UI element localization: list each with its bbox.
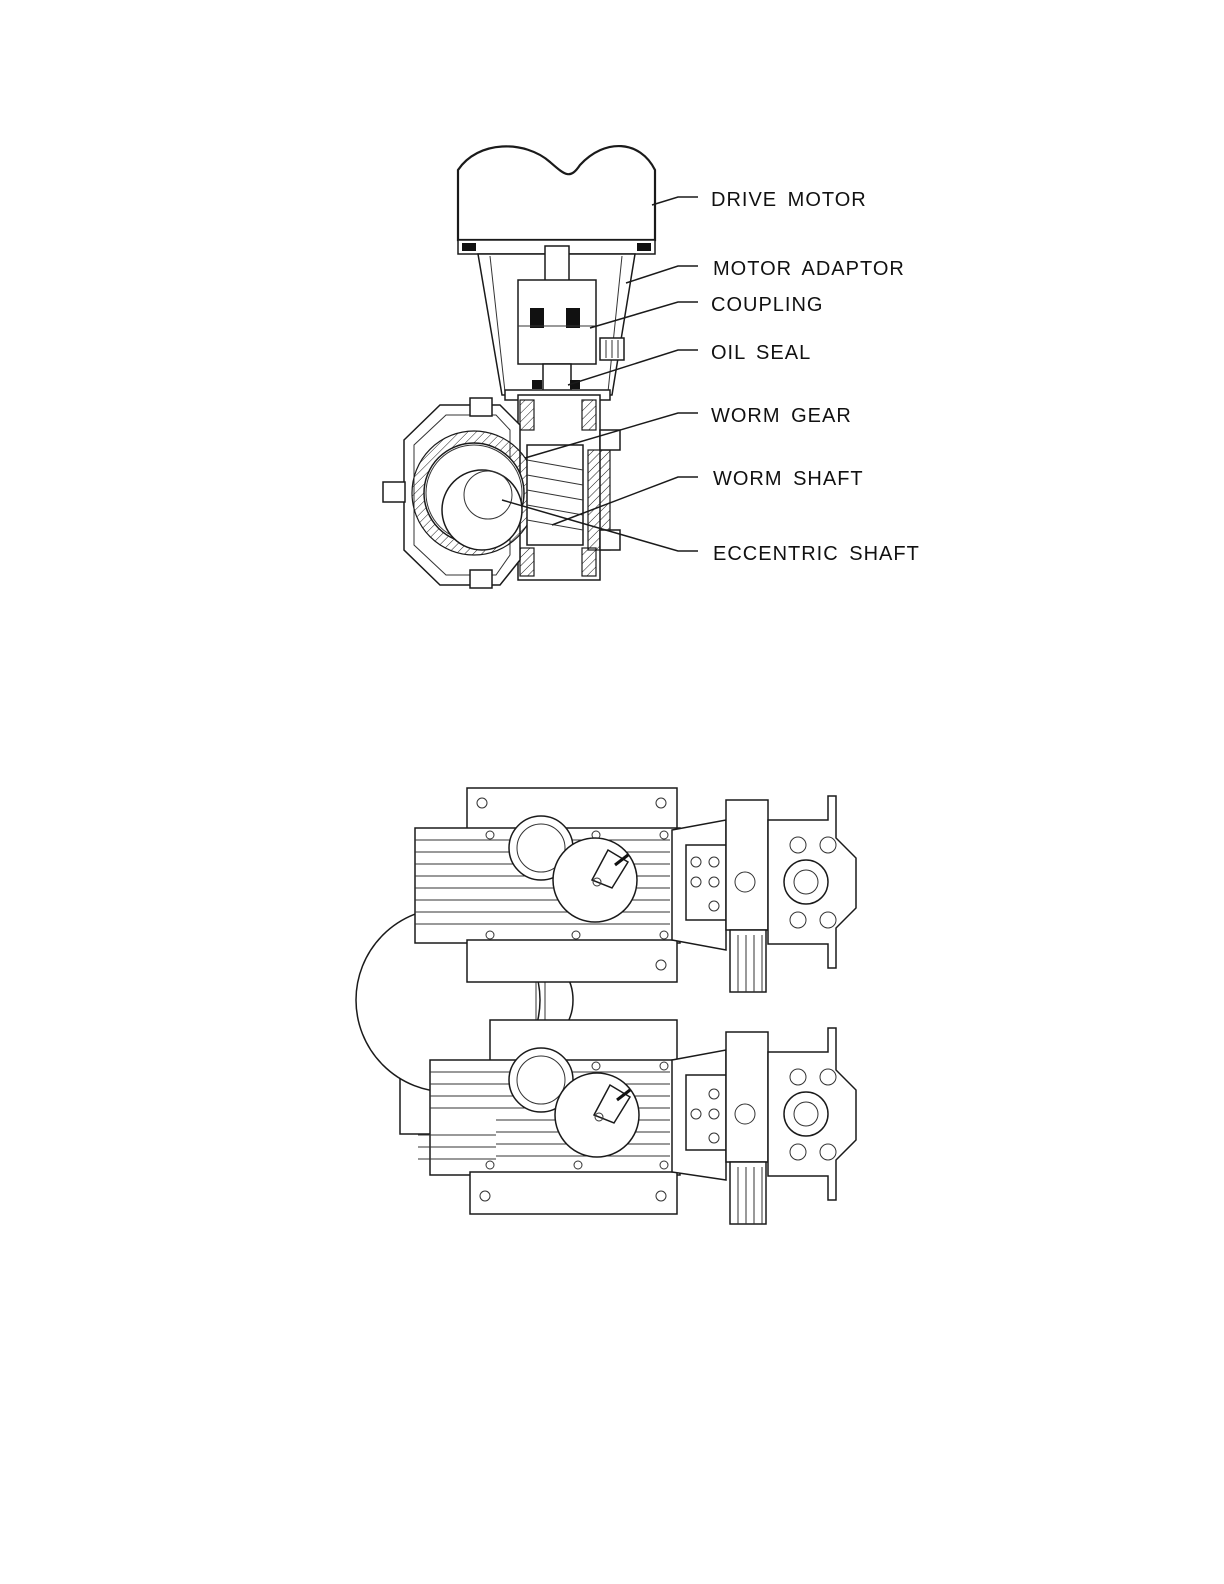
figure-1-section-view: DRIVE MOTOR MOTOR ADAPTOR COUPLING OIL S… [383, 146, 920, 588]
label-coupling: COUPLING [711, 294, 823, 316]
leader-motor-adaptor [626, 266, 698, 283]
label-motor-adaptor: MOTOR ADAPTOR [713, 258, 905, 280]
leader-drive-motor [652, 197, 698, 205]
label-worm-shaft: WORM SHAFT [713, 468, 864, 490]
worm-shaft-drawing [527, 445, 583, 545]
label-oil-seal: OIL SEAL [711, 342, 811, 364]
figure-2-top-view [356, 788, 856, 1224]
label-eccentric-shaft: ECCENTRIC SHAFT [713, 543, 920, 565]
drive-motor-drawing [458, 146, 655, 254]
callout-labels: DRIVE MOTOR MOTOR ADAPTOR COUPLING OIL S… [711, 189, 920, 565]
label-drive-motor: DRIVE MOTOR [711, 189, 867, 211]
label-worm-gear: WORM GEAR [711, 405, 852, 427]
eccentric-shaft-drawing [442, 470, 522, 550]
upper-pump-head [415, 788, 856, 992]
